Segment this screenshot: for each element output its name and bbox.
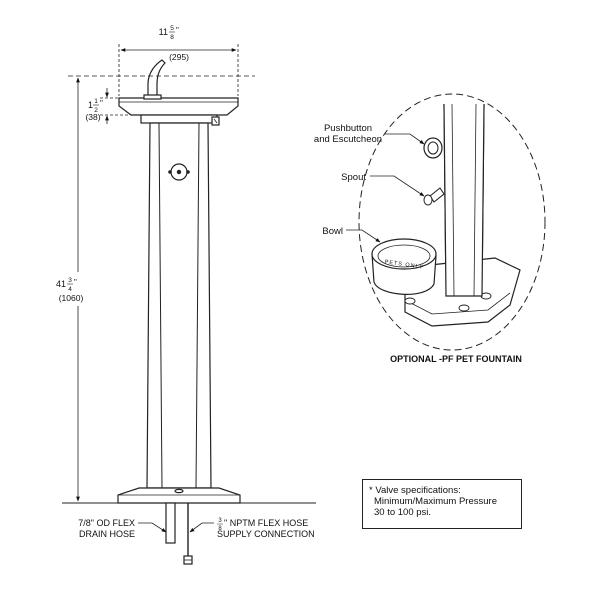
width-unit: " [176,26,179,35]
callout-bowl: Bowl [322,226,343,237]
callout-pushbutton-line2: and Escutcheon [314,134,382,145]
width-frac-den: 8 [170,34,174,41]
height-whole: 41 [56,279,66,289]
supply-frac-num: 3 [218,518,222,524]
drain-line2: DRAIN HOSE [79,529,135,539]
bubbler-spout [147,59,166,99]
detail-spout [429,187,445,203]
valve-note: * Valve specifications: Minimum/Maximum … [362,479,522,529]
supply-line2: SUPPLY CONNECTION [217,529,315,539]
valve-note-line2: Minimum/Maximum Pressure [374,496,497,507]
pet-bowl-text: PETS ONLY [384,259,424,270]
bowl-whole: 1 [88,100,93,110]
bowl-mm: (38) [85,112,100,122]
bowl-unit: " [100,99,103,108]
height-frac-den: 4 [68,286,72,293]
supply-line1: " NPTM FLEX HOSE [224,518,308,528]
fountain-main [117,59,241,565]
drain-line1: 7/8" OD FLEX [78,518,135,528]
pet-fountain-caption: OPTIONAL -PF PET FOUNTAIN [390,354,522,364]
width-mm: (295) [169,52,189,62]
valve-note-line3: 30 to 100 psi. [374,507,432,518]
supply-label: 3 8 " NPTM FLEX HOSE SUPPLY CONNECTION [189,518,315,539]
top-bowl [118,97,239,116]
height-mm: (1060) [59,293,84,303]
bowl-frac-den: 2 [94,107,98,114]
pet-fountain-detail [346,93,546,351]
height-frac-num: 3 [68,277,72,284]
supply-frac-den: 8 [218,526,222,532]
callout-pushbutton-line1: Pushbutton [324,123,372,134]
width-label: 11 5 8 " (295) [159,25,189,62]
drain-hose [165,502,176,544]
width-whole: 11 [159,27,168,37]
bowl-frac-num: 1 [94,98,98,105]
detail-circle [358,93,546,351]
drain-label: 7/8" OD FLEX DRAIN HOSE [78,518,167,539]
height-unit: " [74,278,77,287]
bowl-collar [140,114,218,124]
height-label: 41 3 4 " (1060) [50,272,92,306]
callout-spout: Spout [341,172,366,183]
width-frac-num: 5 [170,25,174,32]
valve-note-line1: * Valve specifications: [369,485,461,496]
bowl-rim-label: 1 1 2 " (38) [85,98,103,122]
